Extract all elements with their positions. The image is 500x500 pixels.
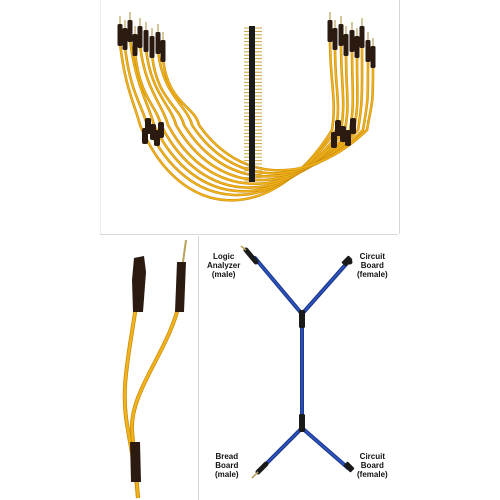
heat-shrink-sleeve [117, 24, 123, 46]
y-cable-highlight [254, 257, 303, 315]
heat-shrink-sleeve [127, 20, 133, 42]
junction-sleeve [299, 310, 305, 328]
heat-shrink-sleeve [359, 26, 365, 48]
connector-pin [182, 239, 187, 263]
female-connector [343, 461, 355, 473]
jumper-wire-highlight [151, 44, 363, 178]
heat-shrink-sleeve [155, 32, 161, 54]
jumper-wire-highlight [157, 50, 369, 175]
heat-shrink-sleeve [137, 26, 143, 48]
pin-header-strip-icon [244, 26, 262, 182]
jumper-wire-highlight [124, 46, 339, 196]
connector-pin [251, 471, 259, 479]
heat-shrink-sleeve [338, 24, 344, 46]
y-cable-highlight [301, 427, 349, 469]
heat-shrink-sleeve [327, 20, 333, 42]
jumper-wire-highlight [119, 38, 335, 202]
jumper-wire-highlight [162, 58, 374, 172]
heat-shrink-sleeve [332, 28, 338, 50]
jumper-wire-highlight [134, 52, 349, 189]
end-connector [255, 461, 269, 475]
heat-shrink-sleeve [142, 128, 148, 144]
heat-shrink-sleeve [143, 30, 149, 52]
heat-shrink-sleeve [340, 126, 346, 142]
panel-divider [100, 234, 398, 235]
jumper-wire-highlight [139, 44, 354, 185]
heat-shrink-sleeve [130, 442, 141, 482]
heat-shrink-sleeve [132, 256, 146, 312]
heat-shrink-sleeve [345, 130, 351, 146]
heat-shrink-sleeve [331, 132, 337, 148]
heat-shrink-sleeve [175, 262, 186, 312]
junction-sleeve [299, 414, 305, 432]
heat-shrink-sleeve [350, 118, 356, 134]
heat-shrink-sleeve [158, 122, 164, 138]
connector-pin [240, 245, 247, 251]
end-connector [243, 247, 259, 265]
female-connector [341, 255, 353, 267]
heat-shrink-sleeve [354, 36, 360, 58]
heat-shrink-sleeve [343, 34, 349, 56]
y-cable-diagram [200, 236, 398, 500]
heat-shrink-sleeve [335, 120, 341, 136]
header-body [249, 26, 255, 182]
heat-shrink-sleeve [160, 40, 166, 62]
heat-shrink-sleeve [365, 40, 371, 62]
y-cable-highlight [301, 261, 349, 315]
heat-shrink-sleeve [132, 34, 138, 56]
heat-shrink-sleeve [370, 46, 376, 68]
heat-shrink-sleeve [122, 28, 128, 50]
jumper-wire-highlight [129, 38, 345, 193]
heat-shrink-sleeve [149, 36, 155, 58]
heat-shrink-sleeve [349, 30, 355, 52]
